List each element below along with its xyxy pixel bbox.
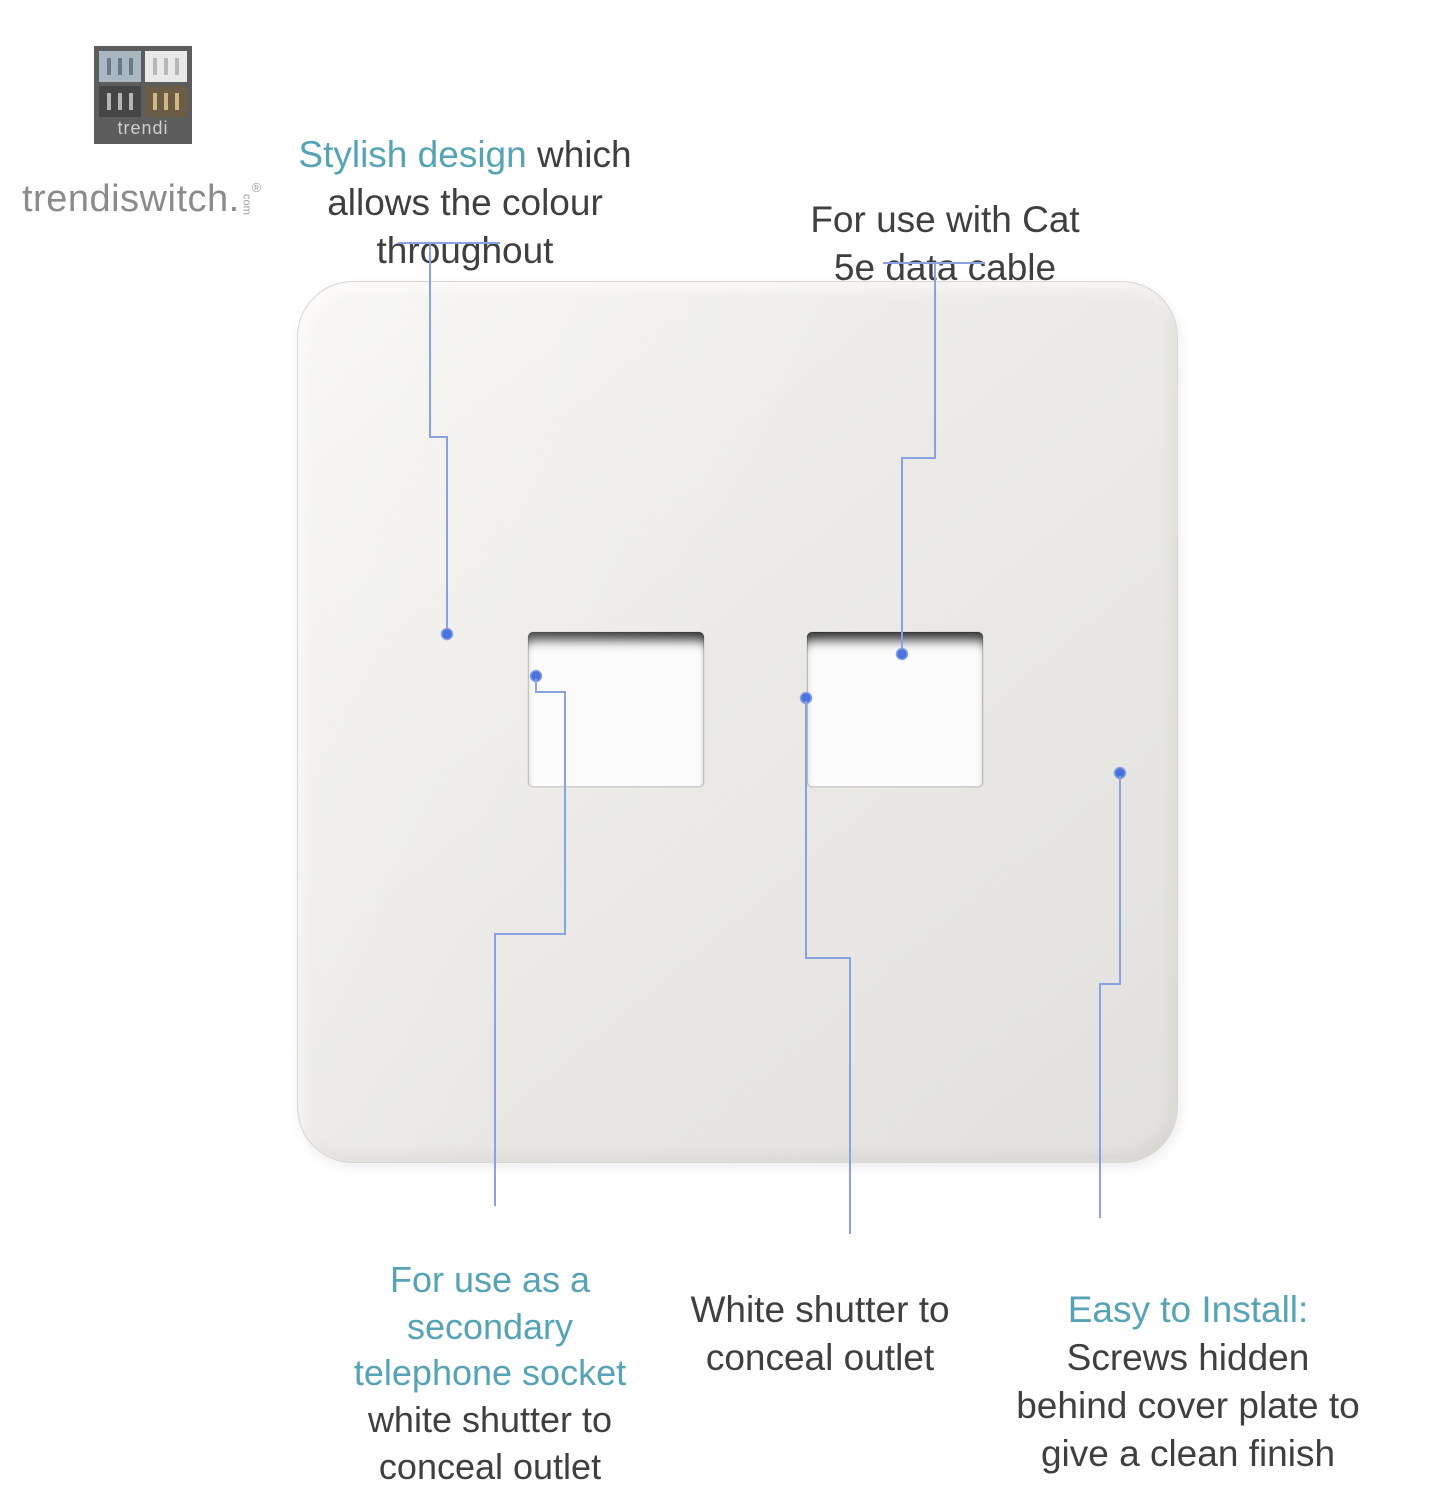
callout-stylish-design-highlight: Stylish design <box>298 134 527 176</box>
callout-easy-install-text: Screws hidden behind cover plate to give… <box>1016 1337 1360 1475</box>
logo-tile-blue-switch <box>99 51 141 82</box>
logo-tile-bronze-switch <box>145 86 187 117</box>
logo-label: trendi <box>117 118 169 138</box>
trendi-logo: trendi <box>94 46 192 144</box>
data-socket-shutter <box>807 632 983 787</box>
wall-plate <box>297 281 1178 1163</box>
callout-stylish-design-text: which allows the colour throughout <box>327 134 632 272</box>
callout-cat5e-cable-text: For use with Cat 5e data cable <box>810 199 1080 289</box>
logo-tile-dark-switch <box>99 86 141 117</box>
callout-secondary-socket-text: white shutter to conceal outlet <box>367 1399 613 1487</box>
callout-white-shutter: White shutter to conceal outlet <box>645 1238 995 1382</box>
brand-wordmark-text: trendiswitch. <box>22 178 240 220</box>
logo-tile-white-switch <box>145 51 187 82</box>
callout-secondary-socket-highlight: For use as a secondary telephone socket <box>353 1258 627 1394</box>
callout-easy-install: Easy to Install: Screws hidden behind co… <box>983 1238 1393 1478</box>
registered-trademark-symbol: ® <box>251 180 262 195</box>
logo-switch-tiles <box>99 51 187 117</box>
callout-secondary-socket: For use as a secondary telephone socket … <box>322 1210 658 1491</box>
callout-white-shutter-text: White shutter to conceal outlet <box>690 1289 950 1379</box>
callout-stylish-design: Stylish design which allows the colour t… <box>255 83 675 275</box>
callout-easy-install-highlight: Easy to Install: <box>1067 1289 1309 1331</box>
brand-wordmark-domain: com <box>240 194 253 215</box>
telephone-socket-shutter <box>528 632 704 787</box>
callout-cat5e-cable: For use with Cat 5e data cable <box>760 148 1130 292</box>
brand-wordmark: trendiswitch. com ® <box>22 178 261 221</box>
